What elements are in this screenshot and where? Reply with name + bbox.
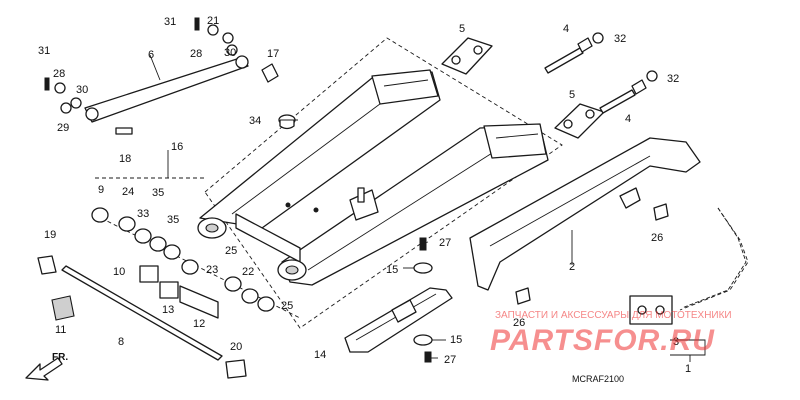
callout-31: 31 [164, 16, 176, 28]
callout-15: 15 [450, 334, 462, 346]
callout-4: 4 [625, 113, 631, 125]
callout-18: 18 [119, 153, 131, 165]
callout-3: 3 [673, 336, 679, 348]
part-3-drive-chain [629, 207, 749, 356]
watermark-logo: PARTSFOR.RU [490, 324, 715, 357]
callout-5: 5 [459, 23, 465, 35]
part-6-link [84, 55, 249, 123]
watermark-tagline: ЗАПЧАСТИ И АКСЕССУАРЫ ДЛЯ МОТОТЕХНИКИ [495, 310, 732, 321]
partsfor-watermark: ЗАПЧАСТИ И АКСЕССУАРЫ ДЛЯ МОТОТЕХНИКИ PA… [490, 310, 732, 357]
callout-25: 25 [225, 245, 237, 257]
callout-1: 1 [685, 363, 691, 375]
callout-5: 5 [569, 89, 575, 101]
callout-13: 13 [162, 304, 174, 316]
callout-16: 16 [171, 141, 183, 153]
callout-11: 11 [55, 324, 66, 336]
callout-30: 30 [76, 84, 88, 96]
part-8-pivot-bolt [37, 255, 247, 379]
part-14-chain-slider [344, 287, 453, 353]
callout-33: 33 [137, 208, 149, 220]
leader-lines [149, 54, 691, 362]
drawing-code: MCRAF2100 [572, 374, 624, 384]
part-2-chain-case [469, 137, 701, 291]
callout-22: 22 [242, 266, 254, 278]
callout-19: 19 [44, 229, 56, 241]
part-5-adjusters [441, 37, 605, 139]
callout-17: 17 [267, 48, 279, 60]
part-34-plug [278, 114, 296, 130]
front-direction-arrow: FR. [25, 352, 68, 381]
callout-28: 28 [53, 68, 65, 80]
fasteners-top-left [44, 17, 279, 135]
callout-26: 26 [513, 317, 525, 329]
callout-32: 32 [667, 73, 679, 85]
callout-2: 2 [569, 261, 575, 273]
callout-21: 21 [207, 15, 219, 27]
part-4-bolts [544, 32, 658, 114]
callouts: 31 21 28 30 17 6 31 28 30 29 18 16 34 9 … [38, 15, 691, 375]
direction-label: FR. [52, 352, 68, 363]
callout-23: 23 [206, 264, 218, 276]
callout-15: 15 [386, 264, 398, 276]
part-26-bolts [515, 203, 669, 305]
callout-27: 27 [444, 354, 456, 366]
callout-20: 20 [230, 341, 242, 353]
callout-10: 10 [113, 266, 125, 278]
callout-34: 34 [249, 115, 261, 127]
swingarm-assembly-outline [95, 37, 563, 329]
pivot-bearings [91, 207, 301, 319]
callout-4: 4 [563, 23, 569, 35]
callout-25: 25 [281, 300, 293, 312]
callout-8: 8 [118, 336, 124, 348]
callout-27: 27 [439, 237, 451, 249]
callout-12: 12 [193, 318, 205, 330]
callout-9: 9 [98, 184, 104, 196]
callout-24: 24 [122, 186, 134, 198]
callout-35: 35 [152, 187, 164, 199]
callout-35: 35 [167, 214, 179, 226]
callout-6: 6 [148, 49, 154, 61]
callout-30: 30 [224, 47, 236, 59]
callout-29: 29 [57, 122, 69, 134]
callout-14: 14 [314, 349, 326, 361]
callout-32: 32 [614, 33, 626, 45]
callout-28: 28 [190, 48, 202, 60]
callout-26: 26 [651, 232, 663, 244]
callout-31: 31 [38, 45, 50, 57]
swingarm [197, 69, 549, 286]
